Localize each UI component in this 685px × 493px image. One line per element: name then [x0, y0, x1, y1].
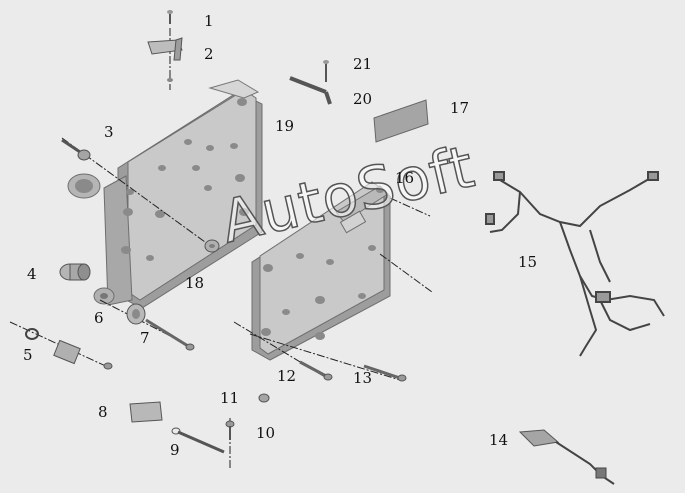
callout-10: 10 — [256, 424, 276, 442]
callout-8: 8 — [98, 403, 108, 421]
screw-10 — [225, 420, 235, 440]
harness-14 — [518, 429, 615, 485]
callout-15: 15 — [518, 253, 538, 271]
wiring-harness-15 — [485, 171, 665, 357]
nut-11 — [258, 393, 270, 403]
sensor-5 — [25, 328, 113, 370]
callout-11: 11 — [220, 389, 240, 407]
callout-6: 6 — [94, 309, 104, 327]
sleeve-4 — [59, 263, 91, 281]
callout-12: 12 — [277, 367, 297, 385]
callout-19: 19 — [275, 117, 295, 135]
bracket-plate — [67, 79, 263, 309]
callout-7: 7 — [140, 329, 150, 347]
spacer-18 — [204, 239, 220, 253]
callout-20: 20 — [353, 90, 373, 108]
callout-13: 13 — [353, 369, 373, 387]
washer-7 — [126, 303, 146, 325]
callout-17: 17 — [450, 99, 470, 117]
callout-3: 3 — [104, 123, 114, 141]
callout-16: 16 — [395, 169, 415, 187]
callout-9: 9 — [170, 441, 180, 459]
callout-2: 2 — [204, 45, 214, 63]
callout-18: 18 — [185, 274, 205, 292]
callout-4: 4 — [27, 265, 37, 283]
mounting-plate — [251, 181, 391, 361]
screw-1 — [167, 10, 173, 24]
pad-17 — [373, 99, 429, 143]
center-lines — [9, 28, 433, 470]
bolt-12 — [299, 360, 333, 381]
cable-tie-9 — [171, 427, 225, 454]
bolt-7 — [145, 318, 195, 351]
callout-21: 21 — [353, 55, 373, 73]
callout-14: 14 — [489, 431, 509, 449]
callout-5: 5 — [23, 346, 33, 364]
clip-bracket-2 — [147, 37, 183, 82]
bolt-13 — [363, 364, 407, 382]
label-plate-8 — [129, 401, 163, 423]
bolt-3 — [61, 138, 91, 161]
bracket-19-20-21 — [289, 60, 332, 105]
callout-1: 1 — [204, 12, 214, 30]
